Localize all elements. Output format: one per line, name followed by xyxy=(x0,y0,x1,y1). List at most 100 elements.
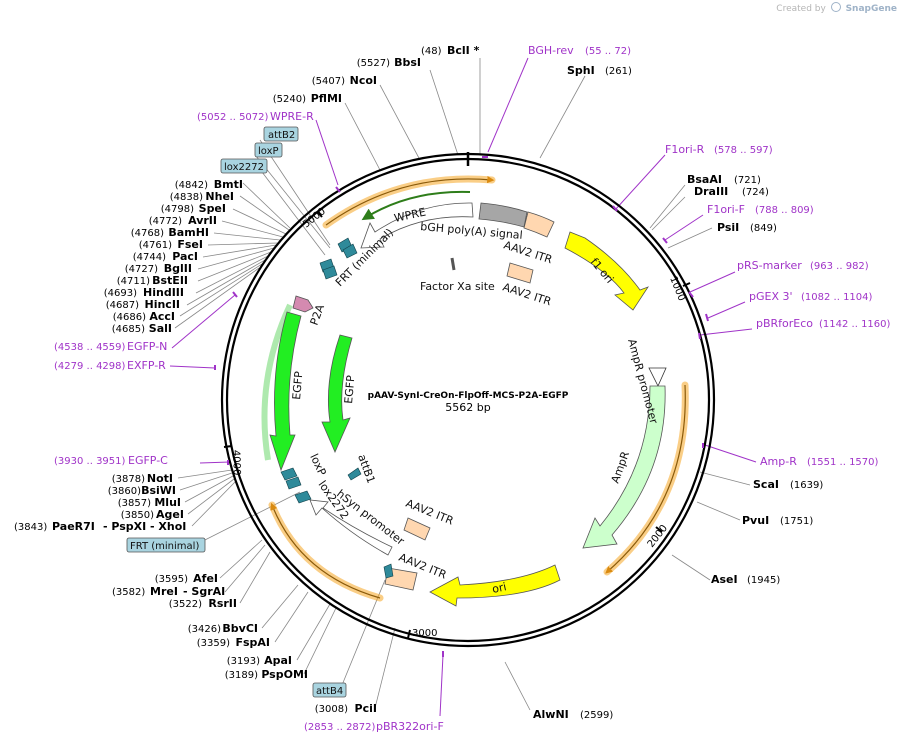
site-group-mrei: (3582) MreI - SgrAI xyxy=(112,585,225,598)
site-group-paer7i: (3843) PaeR7I - PspXI - XhoI xyxy=(14,520,186,533)
site-name-agei: AgeI xyxy=(156,508,184,521)
box-label-attb4: attB4 xyxy=(316,686,343,697)
site-name-sphi: SphI xyxy=(567,64,595,77)
primer-name-pbrforeco: pBRforEco xyxy=(756,317,813,330)
ampr-promoter-feature xyxy=(648,367,667,387)
label-ampr: AmpR xyxy=(609,449,633,485)
site-pos-bcli: (48) xyxy=(421,46,442,57)
site-pos-agei: (3850) xyxy=(121,510,154,521)
orange-track-lines xyxy=(270,175,686,599)
site-name-bsteii: BstEII xyxy=(152,274,188,287)
site-pos-alwni: (2599) xyxy=(580,710,613,721)
site-name-bsaai: BsaAI xyxy=(687,173,722,186)
site-pos-bsaai: (721) xyxy=(734,175,761,186)
site-name-bsiwi: BsiWI xyxy=(141,484,176,497)
box-attb4 xyxy=(312,682,347,698)
site-name-bmti: BmtI xyxy=(214,178,243,191)
site-name-sali: SalI xyxy=(149,322,172,335)
site-name-rsrii: RsrII xyxy=(208,597,237,610)
site-name-psii: PsiI xyxy=(717,221,739,234)
primer-range-wpre-r: (5052 .. 5072) xyxy=(197,112,269,123)
boxed-feature-labels: attB2 loxP lox2272 FRT (minimal) attB4 xyxy=(126,126,347,698)
factor-xa-site xyxy=(450,257,456,271)
site-pos-apai: (3193) xyxy=(227,656,260,667)
site-pos-sphi: (261) xyxy=(605,66,632,77)
primer-range-exfp-r: (4279 .. 4298) xyxy=(54,361,126,372)
primer-name-exfp-r: EXFP-R xyxy=(127,359,166,372)
site-pos-pcii: (3008) xyxy=(315,704,348,715)
site-pos-paer7i: (3843) xyxy=(14,522,47,533)
wpre-green-line xyxy=(361,190,471,221)
primer-range-f1ori-r: (578 .. 597) xyxy=(714,145,773,156)
site-pos-bglii: (4727) xyxy=(125,264,158,275)
tick-1000: 1000 xyxy=(667,275,687,303)
site-name-ncoi: NcoI xyxy=(350,74,377,87)
site-pos-bsiwi: (3860) xyxy=(108,486,141,497)
site-name-pcii: PciI xyxy=(355,702,377,715)
box-loxp xyxy=(254,142,283,158)
site-name-bcli: BclI * xyxy=(447,44,480,57)
site-name-sgrai: - SgrAI xyxy=(183,585,225,598)
site-pos-fsei: (4761) xyxy=(139,240,172,251)
box-label-loxp: loxP xyxy=(258,146,279,157)
primer-range-egfp-n: (4538 .. 4559) xyxy=(54,342,126,353)
site-name-hincii: HincII xyxy=(144,298,180,311)
primer-name-egfp-c: EGFP-C xyxy=(128,454,168,467)
primer-labels: BGH-rev (55 .. 72) F1ori-R (578 .. 597) … xyxy=(54,44,891,733)
site-pos-rsrii: (3522) xyxy=(169,599,202,610)
site-pos-bbsi: (5527) xyxy=(357,58,390,69)
primer-range-bgh-rev: (55 .. 72) xyxy=(585,46,631,57)
site-name-bbvci: BbvCI xyxy=(222,622,258,635)
egfp-feature-outer xyxy=(269,311,302,472)
credit-brand: SnapGene xyxy=(845,4,897,14)
plasmid-size: 5562 bp xyxy=(445,401,490,414)
site-pos-afei: (3595) xyxy=(155,574,188,585)
site-name-afei: AfeI xyxy=(193,572,218,585)
primer-range-egfp-c: (3930 .. 3951) xyxy=(54,456,126,467)
site-name-bglii: BglII xyxy=(164,262,192,275)
tick-3000: 3000 xyxy=(412,628,437,639)
site-name-xhoi: - XhoI xyxy=(150,520,186,533)
site-pos-bsteii: (4711) xyxy=(117,276,150,287)
snapgene-logo-icon xyxy=(830,2,841,12)
site-name-pspxi: - PspXI xyxy=(103,520,146,533)
primer-name-amp-r: Amp-R xyxy=(760,455,797,468)
site-pos-avrii: (4772) xyxy=(149,216,182,227)
site-name-paer7i: PaeR7I xyxy=(52,520,95,533)
primer-range-pbrforeco: (1142 .. 1160) xyxy=(819,319,891,330)
primer-name-wpre-r: WPRE-R xyxy=(270,110,314,123)
site-pos-scai: (1639) xyxy=(790,480,823,491)
site-name-apai: ApaI xyxy=(264,654,292,667)
site-name-asei: AseI xyxy=(711,573,738,586)
site-name-alwni: AlwNI xyxy=(533,708,569,721)
site-name-avrii: AvrII xyxy=(188,214,217,227)
site-name-psphomi: PspOMI xyxy=(261,668,308,681)
site-name-pvui: PvuI xyxy=(742,514,769,527)
site-name-hindiii: HindIII xyxy=(143,286,184,299)
primer-name-prs-marker: pRS-marker xyxy=(737,259,802,272)
label-ampr-promoter: AmpR promoter xyxy=(625,337,660,425)
loxp-frt-markers xyxy=(280,237,394,579)
site-name-draiii: DraIII xyxy=(694,185,728,198)
site-pos-hincii: (4687) xyxy=(106,300,139,311)
site-pos-spei: (4798) xyxy=(161,204,194,215)
site-name-spei: SpeI xyxy=(199,202,226,215)
primer-range-prs-marker: (963 .. 982) xyxy=(810,261,869,272)
site-pos-mrei: (3582) xyxy=(112,587,145,598)
primer-range-amp-r: (1551 .. 1570) xyxy=(807,457,879,468)
site-pos-pvui: (1751) xyxy=(780,516,813,527)
egfp-green-track xyxy=(261,303,293,461)
site-name-bbsi: BbsI xyxy=(394,56,421,69)
plasmid-name: pAAV-SynI-CreOn-FlpOff-MCS-P2A-EGFP xyxy=(368,391,569,401)
site-pos-fspai: (3359) xyxy=(197,638,230,649)
primer-name-pgex-3: pGEX 3' xyxy=(749,290,793,303)
label-factor-xa: Factor Xa site xyxy=(420,280,495,293)
p2a-feature xyxy=(292,295,314,313)
site-name-mlui: MluI xyxy=(154,496,181,509)
box-attb2 xyxy=(263,126,299,142)
site-pos-mlui: (3857) xyxy=(118,498,151,509)
box-lox2272 xyxy=(220,158,268,174)
ampr-feature xyxy=(582,385,666,549)
label-egfp-outer: EGFP xyxy=(290,370,305,400)
